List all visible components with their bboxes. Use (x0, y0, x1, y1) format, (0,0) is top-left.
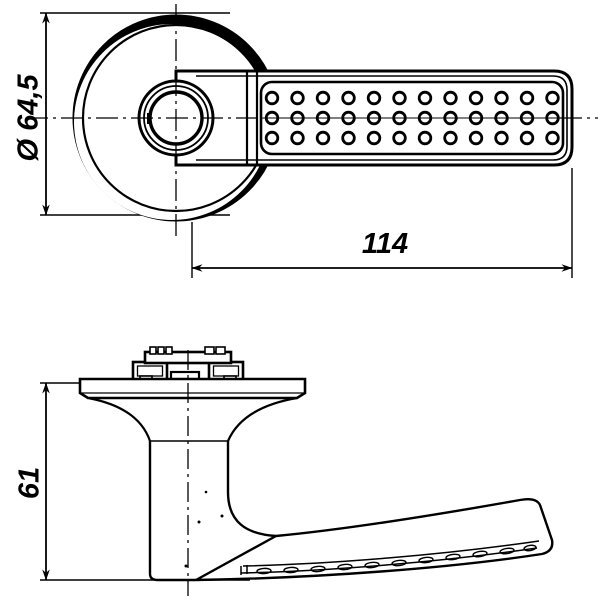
dimension-value-height: 61 (14, 467, 46, 499)
dimension-rosette-diameter: Ø 64,5 (13, 12, 50, 216)
dimple (290, 90, 305, 106)
side-dimples (256, 544, 537, 575)
dimple (290, 130, 305, 146)
dimple (545, 90, 560, 106)
dimension-value-diameter: Ø 64,5 (13, 74, 45, 162)
dimple (443, 130, 458, 146)
dimple (315, 130, 331, 146)
dimple (264, 90, 280, 106)
dimple (315, 90, 331, 106)
dimple (366, 130, 382, 146)
dimple (341, 90, 356, 106)
dimple (392, 90, 407, 106)
neck-flare (87, 396, 298, 452)
dimple-row (264, 130, 560, 146)
dimple (366, 90, 382, 106)
dimple (468, 90, 484, 106)
dimple (264, 130, 280, 146)
rosette-plate (78, 377, 307, 400)
dimple (519, 90, 535, 106)
side-dimple-strip (240, 540, 540, 575)
dimple (392, 130, 407, 146)
dimple (494, 130, 509, 146)
dimple-row (264, 90, 560, 106)
dimension-handle-height: 61 (14, 382, 50, 581)
side-view: 61 (14, 346, 554, 596)
top-view-centerlines (26, 4, 598, 240)
dimension-lever-length: 114 (191, 168, 573, 278)
dimple (443, 90, 458, 106)
dimple (341, 130, 356, 146)
top-view: Ø 64,5 (13, 4, 598, 240)
dimension-value-length: 114 (362, 228, 408, 260)
stem-stipple-dots (184, 490, 224, 568)
dimple (468, 130, 484, 146)
dimple (417, 90, 433, 106)
dimple (545, 130, 560, 146)
lever-arm-side (195, 497, 554, 582)
dimple (417, 130, 433, 146)
dimple (519, 130, 535, 146)
lever-stem (148, 440, 277, 582)
dimple-grid (264, 90, 560, 146)
dimple (494, 90, 509, 106)
